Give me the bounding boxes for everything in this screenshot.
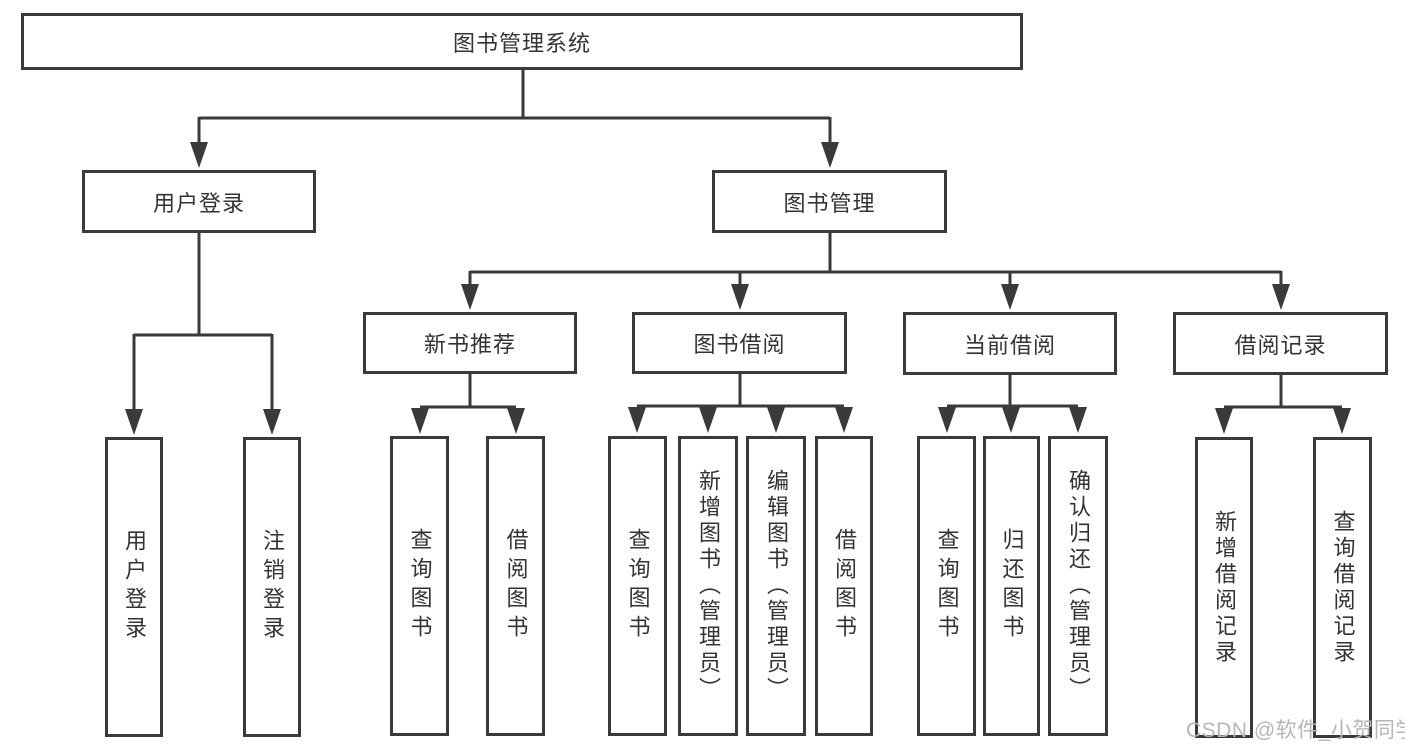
watermark: CSDN @软件_小贺同学 <box>1186 719 1405 742</box>
leaf-logout: 注销登录 <box>243 437 301 737</box>
leaf-bb-query-books: 查询图书 <box>608 436 667 736</box>
node-book-management: 图书管理 <box>712 170 947 233</box>
leaf-nbr-borrow-books: 借阅图书 <box>486 436 545 736</box>
leaf-bb-add-books-admin: 新增图书（管理员） <box>678 436 738 736</box>
leaf-cb-return-books: 归还图书 <box>983 436 1040 736</box>
node-borrowing-records: 借阅记录 <box>1173 312 1388 375</box>
node-book-borrowing: 图书借阅 <box>632 312 847 374</box>
leaf-nbr-query-books: 查询图书 <box>390 436 449 736</box>
leaf-cb-query-books: 查询图书 <box>917 436 976 736</box>
node-user-login: 用户登录 <box>82 170 316 233</box>
leaf-user-login: 用户登录 <box>105 437 163 737</box>
node-new-book-recommendation: 新书推荐 <box>363 312 577 374</box>
leaf-bb-borrow-books: 借阅图书 <box>815 436 873 736</box>
node-root: 图书管理系统 <box>21 13 1023 70</box>
leaf-br-query-borrow-record: 查询借阅记录 <box>1313 437 1372 738</box>
leaf-bb-edit-books-admin: 编辑图书（管理员） <box>746 436 806 736</box>
leaf-cb-confirm-return-admin: 确认归还（管理员） <box>1048 436 1108 736</box>
node-current-borrowing: 当前借阅 <box>903 312 1117 375</box>
leaf-br-add-borrow-record: 新增借阅记录 <box>1195 437 1253 738</box>
